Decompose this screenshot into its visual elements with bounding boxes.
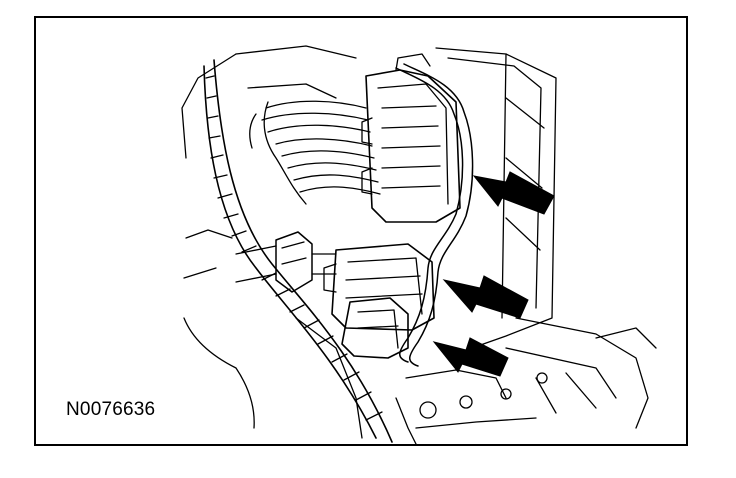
lower-connector	[341, 297, 409, 359]
harness-clip	[235, 231, 337, 293]
figure-id-label: N0076636	[66, 399, 156, 420]
upper-callout-arrow	[472, 171, 555, 215]
left-body-shapes	[181, 45, 417, 444]
wire-bundle	[249, 100, 381, 205]
wiring-connector-illustration	[181, 45, 657, 444]
harness-conduit	[203, 59, 393, 443]
body-panel	[435, 47, 649, 429]
routed-wire	[395, 63, 474, 367]
middle-callout-arrow	[442, 275, 529, 319]
middle-connector	[323, 243, 435, 331]
figure-frame: N0076636	[34, 16, 688, 446]
lower-callout-arrow	[432, 337, 509, 377]
lower-hardware	[405, 327, 657, 429]
upper-connector	[361, 53, 461, 223]
